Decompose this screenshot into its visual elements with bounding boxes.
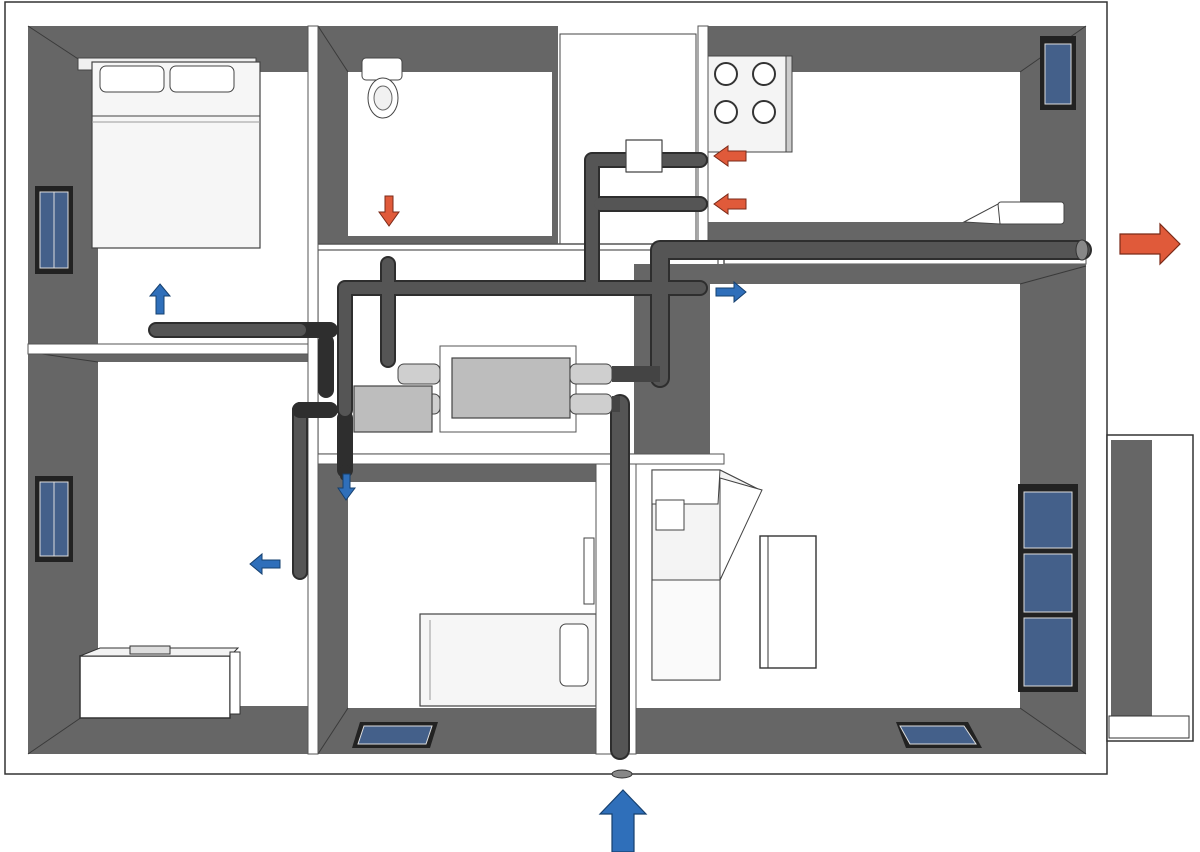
living-floor: [636, 284, 1020, 708]
single-bed: [419, 613, 597, 707]
arrow-outdoor-intake-up: [598, 789, 648, 852]
door-frame: [583, 537, 595, 605]
interior-wall-left: [307, 25, 319, 755]
corner-sofa: [651, 469, 763, 681]
arrow-study-supply-left: [249, 552, 281, 576]
kitchen-window: [1040, 36, 1076, 110]
interior-wall-utility-bottom: [317, 453, 725, 465]
room-bedroom: [27, 25, 308, 349]
study-floor: [98, 362, 308, 706]
study-window: [35, 476, 73, 562]
arrow-bathroom-extract-down: [378, 195, 400, 227]
range-hood: [962, 201, 1065, 225]
duct-filter-box: [625, 139, 663, 173]
interior-wall-kitchen: [697, 25, 709, 255]
arrow-bedroom-supply-up: [148, 283, 172, 315]
desk: [79, 645, 241, 719]
room-living: [634, 264, 1087, 755]
room-study: [27, 343, 311, 755]
cabinet: [759, 535, 817, 669]
arrow-living-supply-right: [715, 280, 747, 304]
room-children: [317, 462, 600, 755]
arrow-exhaust-to-outside-right: [1119, 222, 1181, 266]
cooktop: [707, 55, 793, 153]
room-bathroom: [317, 25, 697, 249]
children-skylight: [352, 722, 438, 748]
living-triple-window: [1018, 484, 1078, 692]
exhaust-terminal: [1075, 239, 1089, 261]
arrow-children-supply-down: [337, 473, 356, 501]
toilet: [361, 57, 403, 119]
balcony-wall: [1111, 440, 1152, 716]
double-bed: [77, 57, 261, 249]
arrow-kitchen-extract-left-1: [713, 145, 747, 167]
living-skylight: [896, 722, 982, 748]
intake-terminal: [611, 769, 633, 779]
bathroom-floor: [348, 72, 552, 236]
arrow-kitchen-extract-left-2: [713, 193, 747, 215]
bedroom-study-wall: [27, 343, 311, 355]
bedroom-window: [35, 186, 73, 274]
room-kitchen: [707, 25, 1087, 280]
duct-network: [148, 139, 1092, 779]
filter-unit: [353, 385, 433, 433]
balcony-edge: [1108, 715, 1190, 739]
